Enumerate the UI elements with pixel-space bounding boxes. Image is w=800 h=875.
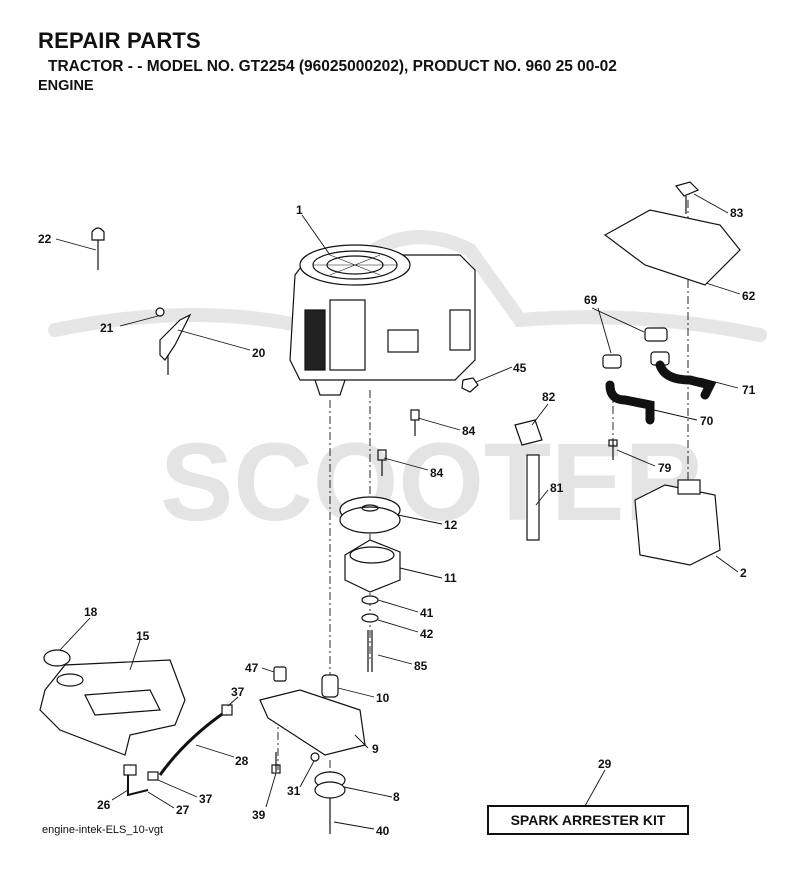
part-label-29: 29 xyxy=(598,757,612,771)
part-label-21: 21 xyxy=(100,321,114,335)
part-label-41: 41 xyxy=(420,606,434,620)
engine xyxy=(289,244,476,396)
page-title: REPAIR PARTS xyxy=(38,28,201,53)
part-label-84a: 84 xyxy=(462,424,476,438)
part-label-37a: 37 xyxy=(231,685,245,699)
spark-arrester-kit-box: SPARK ARRESTER KIT xyxy=(487,805,689,835)
part-label-15: 15 xyxy=(136,629,150,643)
part-label-27: 27 xyxy=(176,803,190,817)
part-label-31: 31 xyxy=(287,784,301,798)
diagram-reference: engine-intek-ELS_10-vgt xyxy=(42,824,164,836)
part-label-39: 39 xyxy=(252,808,266,822)
part-label-62: 62 xyxy=(742,289,756,303)
part-label-26: 26 xyxy=(97,798,111,812)
part-label-28: 28 xyxy=(235,754,249,768)
part-label-83: 83 xyxy=(730,206,744,220)
part-label-18: 18 xyxy=(84,605,98,619)
part-label-8: 8 xyxy=(393,790,400,804)
part-label-85: 85 xyxy=(414,659,428,673)
part-label-22: 22 xyxy=(38,232,52,246)
part-label-71: 71 xyxy=(742,383,756,397)
part-label-70: 70 xyxy=(700,414,714,428)
part-label-37b: 37 xyxy=(199,792,213,806)
part-label-12: 12 xyxy=(444,518,458,532)
section-title: ENGINE xyxy=(38,78,94,94)
part-label-11: 11 xyxy=(444,571,457,585)
part-label-1: 1 xyxy=(296,203,303,217)
watermark-text: SCOOTER xyxy=(160,421,704,544)
part-label-69: 69 xyxy=(584,293,598,307)
part-label-79: 79 xyxy=(658,461,672,475)
part-label-20: 20 xyxy=(252,346,266,360)
model-subtitle: TRACTOR - - MODEL NO. GT2254 (9602500020… xyxy=(48,58,617,75)
part-label-81: 81 xyxy=(550,481,564,495)
part-label-84b: 84 xyxy=(430,466,444,480)
part-label-9: 9 xyxy=(372,742,379,756)
part-label-82: 82 xyxy=(542,390,556,404)
part-label-2: 2 xyxy=(740,566,747,580)
part-label-42: 42 xyxy=(420,627,434,641)
part-label-47: 47 xyxy=(245,661,259,675)
part-label-10: 10 xyxy=(376,691,390,705)
part-label-45: 45 xyxy=(513,361,527,375)
part-label-40: 40 xyxy=(376,824,390,838)
